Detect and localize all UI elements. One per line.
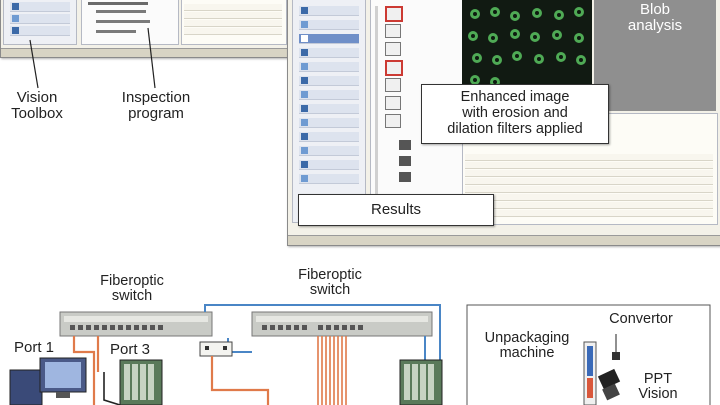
orange-cable-converter bbox=[210, 356, 270, 405]
blob-analysis-panel bbox=[594, 0, 716, 111]
port-1-label: Port 1 bbox=[14, 339, 55, 356]
plc-rack-right bbox=[399, 359, 443, 405]
toolbox-column bbox=[292, 0, 366, 223]
inspection-program-label: Inspection program bbox=[121, 89, 191, 122]
plc-rack-left bbox=[119, 359, 163, 405]
fiberoptic-switch-1-label: Fiberoptic switch bbox=[100, 273, 164, 305]
status-bar-right bbox=[288, 235, 720, 245]
program-tree-panel bbox=[81, 0, 179, 45]
vision-toolbox-label: Vision Toolbox bbox=[11, 89, 63, 122]
inspection-program-leader bbox=[147, 27, 156, 89]
fiberoptic-switch-2-label: Fiberoptic switch bbox=[298, 267, 362, 299]
enhanced-image-callout: Enhanced image with erosion and dilation… bbox=[421, 84, 609, 144]
orange-cable-bundle bbox=[317, 336, 347, 405]
blue-cable-top bbox=[204, 304, 441, 360]
unpackaging-machine-icon bbox=[583, 341, 597, 405]
media-converter bbox=[199, 341, 233, 357]
properties-panel bbox=[181, 0, 287, 45]
status-bar bbox=[1, 48, 289, 57]
switch-2-ports bbox=[262, 325, 363, 330]
unpackaging-machine-label: Unpackaging machine bbox=[484, 330, 570, 362]
convertor-icon bbox=[612, 352, 620, 360]
vision-software-window-left bbox=[0, 0, 290, 58]
fiberoptic-switch-1 bbox=[59, 311, 213, 337]
black-cable bbox=[103, 372, 121, 405]
ppt-vision-label: PPT Vision bbox=[638, 371, 678, 403]
properties-grid bbox=[462, 113, 718, 225]
convertor-label: Convertor bbox=[609, 311, 673, 327]
blob-analysis-label: Blob analysis bbox=[627, 1, 683, 34]
orange-cable-port1 bbox=[72, 336, 96, 405]
camera-image-panel bbox=[462, 0, 592, 93]
port-3-label: Port 3 bbox=[110, 341, 151, 358]
switch-1-ports bbox=[70, 325, 163, 330]
results-callout: Results bbox=[298, 194, 494, 226]
computer-icon bbox=[9, 357, 87, 405]
ppt-vision-camera-icon bbox=[597, 368, 621, 401]
vision-toolbox-leader bbox=[29, 39, 39, 89]
fiberoptic-switch-2 bbox=[251, 311, 433, 337]
toolbox-panel bbox=[3, 0, 77, 45]
